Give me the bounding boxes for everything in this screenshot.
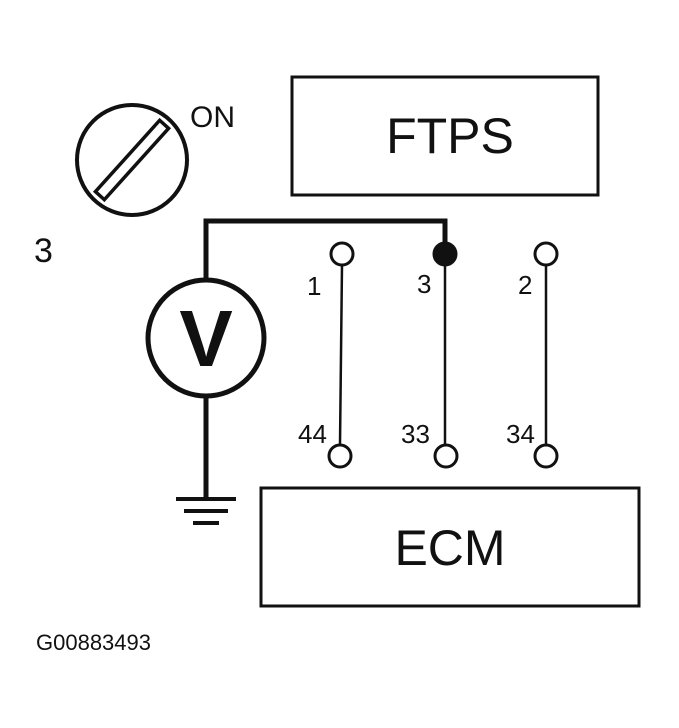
sensor-pin-1 [329,241,355,267]
sensor-connector-pins [329,241,559,267]
sensor-pin-label-1: 1 [307,271,321,301]
wire-pin1-pin44 [338,264,344,445]
ignition-state-label: ON [190,101,235,134]
sensor-pin-label-2: 2 [518,270,532,300]
module-pin-33 [433,443,459,469]
sensor-pin-label-3: 3 [417,269,431,299]
figure-code: G00883493 [36,630,151,655]
ftps-component: FTPS [290,75,600,197]
voltmeter-icon: V [145,277,267,399]
step-number: 3 [34,232,53,270]
sensor-pin-3-probed [432,241,458,267]
module-pin-label-34: 34 [506,419,535,449]
voltmeter-positive-lead [203,218,448,282]
module-pin-label-33: 33 [401,419,430,449]
ftps-label: FTPS [386,108,514,164]
ignition-key-icon [75,103,189,217]
module-pin-44 [327,443,353,469]
ecm-box [259,486,641,608]
module-pin-34 [533,443,559,469]
circuit-wires [338,264,548,445]
ground-symbol-icon [176,497,236,525]
ftps-box [290,75,600,197]
sensor-pin-2 [533,241,559,267]
voltmeter-symbol: V [179,294,232,383]
ecm-label: ECM [394,520,505,576]
module-connector-pins [327,443,559,469]
ecm-component: ECM [259,486,641,608]
module-pin-label-44: 44 [298,419,327,449]
